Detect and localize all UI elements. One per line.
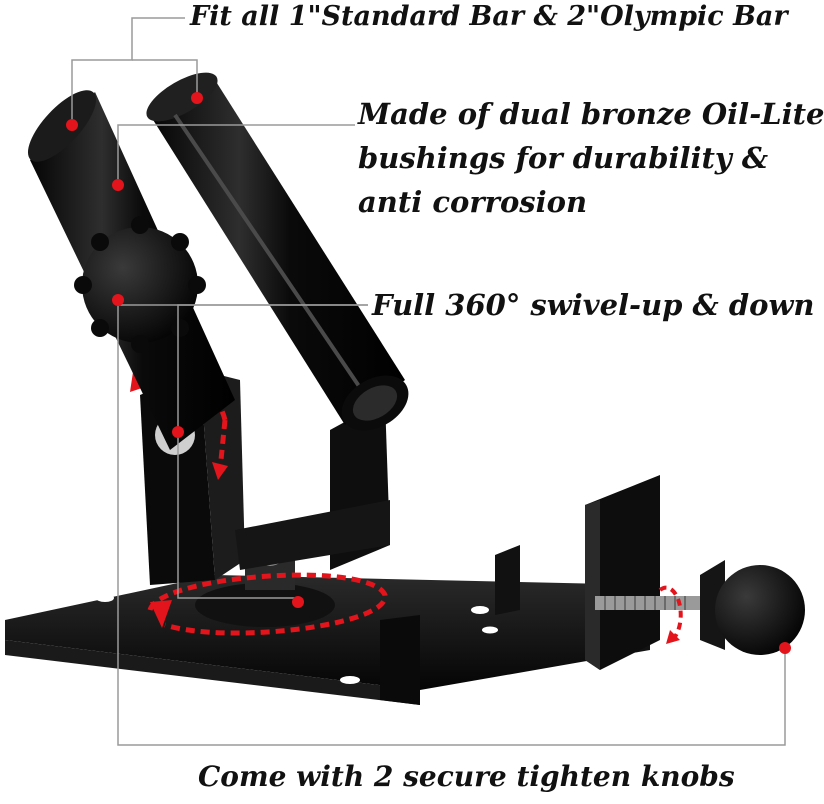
side-knob bbox=[715, 565, 805, 655]
caption-bushings: Made of dual bronze Oil-Lite bushings fo… bbox=[358, 92, 824, 224]
mount-hole bbox=[482, 626, 498, 634]
base-plate bbox=[5, 575, 650, 705]
u-clamp-bracket bbox=[380, 475, 660, 705]
marker-dot-icon bbox=[172, 426, 184, 438]
product-photo: Fit all 1"Standard Bar & 2"Olympic Bar M… bbox=[5, 1, 824, 793]
marker-dot-icon bbox=[66, 119, 78, 131]
caption-swivel: Full 360° swivel-up & down bbox=[372, 288, 815, 322]
caption-bushings-line: bushings for durability & bbox=[358, 141, 769, 175]
caption-bar-fit: Fit all 1"Standard Bar & 2"Olympic Bar bbox=[190, 1, 788, 32]
mount-hole bbox=[471, 606, 489, 614]
marker-dot-icon bbox=[779, 642, 791, 654]
tighten-knob-assembly bbox=[595, 560, 805, 655]
caption-bushings-line: anti corrosion bbox=[358, 185, 588, 219]
rotation-arrow-icon bbox=[147, 572, 388, 636]
lock-knob bbox=[74, 216, 206, 353]
leader-line bbox=[117, 124, 355, 185]
mount-hole bbox=[96, 594, 114, 602]
rotation-arrow-icon bbox=[666, 630, 680, 644]
mount-hole bbox=[340, 676, 360, 684]
landmine-attachment-illustration bbox=[5, 17, 805, 746]
marker-dot-icon bbox=[292, 596, 304, 608]
marker-dot-icon bbox=[112, 179, 124, 191]
marker-dot-icon bbox=[112, 294, 124, 306]
marker-dot-icon bbox=[191, 92, 203, 104]
rotation-arrow-icon bbox=[658, 585, 683, 642]
marker-dots bbox=[66, 92, 791, 654]
leader-line bbox=[132, 59, 198, 98]
caption-bushings-line: Made of dual bronze Oil-Lite bbox=[358, 97, 824, 131]
leader-line bbox=[177, 304, 368, 432]
caption-knobs: Come with 2 secure tighten knobs bbox=[198, 760, 735, 793]
rotation-arrow-icon bbox=[150, 600, 172, 628]
rotation-arrow-icon bbox=[212, 462, 228, 480]
leader-line bbox=[117, 305, 786, 746]
